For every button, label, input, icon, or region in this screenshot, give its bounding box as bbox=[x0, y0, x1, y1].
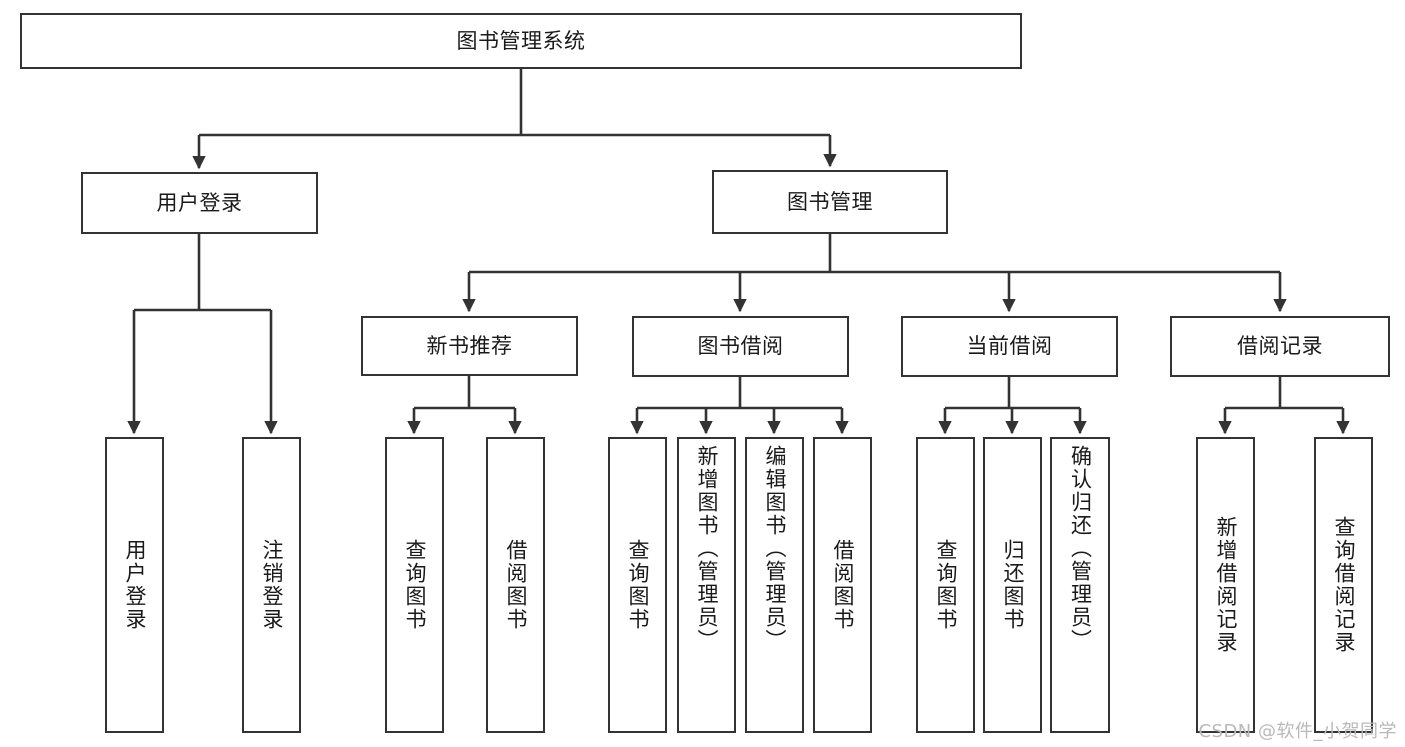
leaf-currentborrow-query-book[interactable]: 查询图书 bbox=[916, 437, 975, 733]
node-label: 用户登录 bbox=[156, 190, 243, 215]
leaf-currentborrow-return-book[interactable]: 归还图书 bbox=[983, 437, 1042, 733]
node-label: 注销登录 bbox=[260, 539, 284, 631]
node-label: 图书管理系统 bbox=[456, 28, 586, 53]
leaf-borrowrecord-query-record[interactable]: 查询借阅记录 bbox=[1314, 437, 1373, 733]
leaf-bookborrow-edit-book-admin[interactable]: 编辑图书（管理员） bbox=[745, 437, 804, 733]
node-book-borrow[interactable]: 图书借阅 bbox=[632, 316, 849, 377]
node-label: 查询图书 bbox=[403, 539, 427, 631]
node-label: 借阅图书 bbox=[504, 539, 528, 631]
node-borrow-record[interactable]: 借阅记录 bbox=[1170, 316, 1390, 377]
node-label: 借阅图书 bbox=[831, 539, 855, 631]
node-label: 查询图书 bbox=[934, 539, 958, 631]
leaf-currentborrow-confirm-return-admin[interactable]: 确认归还（管理员） bbox=[1050, 437, 1110, 733]
watermark-text: CSDN @软件_小贺同学 bbox=[1198, 721, 1397, 742]
leaf-user-login-signin[interactable]: 用户登录 bbox=[105, 437, 164, 733]
node-book-management[interactable]: 图书管理 bbox=[712, 170, 948, 234]
leaf-bookborrow-add-book-admin[interactable]: 新增图书（管理员） bbox=[677, 437, 736, 733]
leaf-user-login-signout[interactable]: 注销登录 bbox=[242, 437, 301, 733]
node-label: 新书推荐 bbox=[426, 333, 513, 358]
node-label: 用户登录 bbox=[123, 539, 147, 631]
node-label: 借阅记录 bbox=[1237, 334, 1323, 359]
node-label: 图书借阅 bbox=[697, 334, 784, 359]
node-root-system[interactable]: 图书管理系统 bbox=[20, 13, 1022, 69]
node-label: 确认归还（管理员） bbox=[1068, 445, 1093, 652]
leaf-bookborrow-borrow-book[interactable]: 借阅图书 bbox=[813, 437, 872, 733]
node-label: 当前借阅 bbox=[966, 334, 1053, 359]
node-new-book-recommend[interactable]: 新书推荐 bbox=[361, 316, 578, 376]
node-label: 查询图书 bbox=[626, 539, 650, 631]
node-label: 查询借阅记录 bbox=[1332, 516, 1356, 654]
leaf-newbook-borrow-book[interactable]: 借阅图书 bbox=[486, 437, 545, 733]
node-label: 图书管理 bbox=[787, 189, 873, 214]
leaf-bookborrow-query-book[interactable]: 查询图书 bbox=[608, 437, 667, 733]
node-current-borrow[interactable]: 当前借阅 bbox=[901, 316, 1118, 377]
leaf-newbook-query-book[interactable]: 查询图书 bbox=[385, 437, 444, 733]
node-label: 编辑图书（管理员） bbox=[763, 445, 787, 652]
leaf-borrowrecord-add-record[interactable]: 新增借阅记录 bbox=[1196, 437, 1255, 733]
node-label: 归还图书 bbox=[1001, 539, 1025, 631]
node-label: 新增图书（管理员） bbox=[695, 445, 719, 652]
node-user-login[interactable]: 用户登录 bbox=[81, 172, 318, 234]
node-label: 新增借阅记录 bbox=[1214, 516, 1238, 654]
